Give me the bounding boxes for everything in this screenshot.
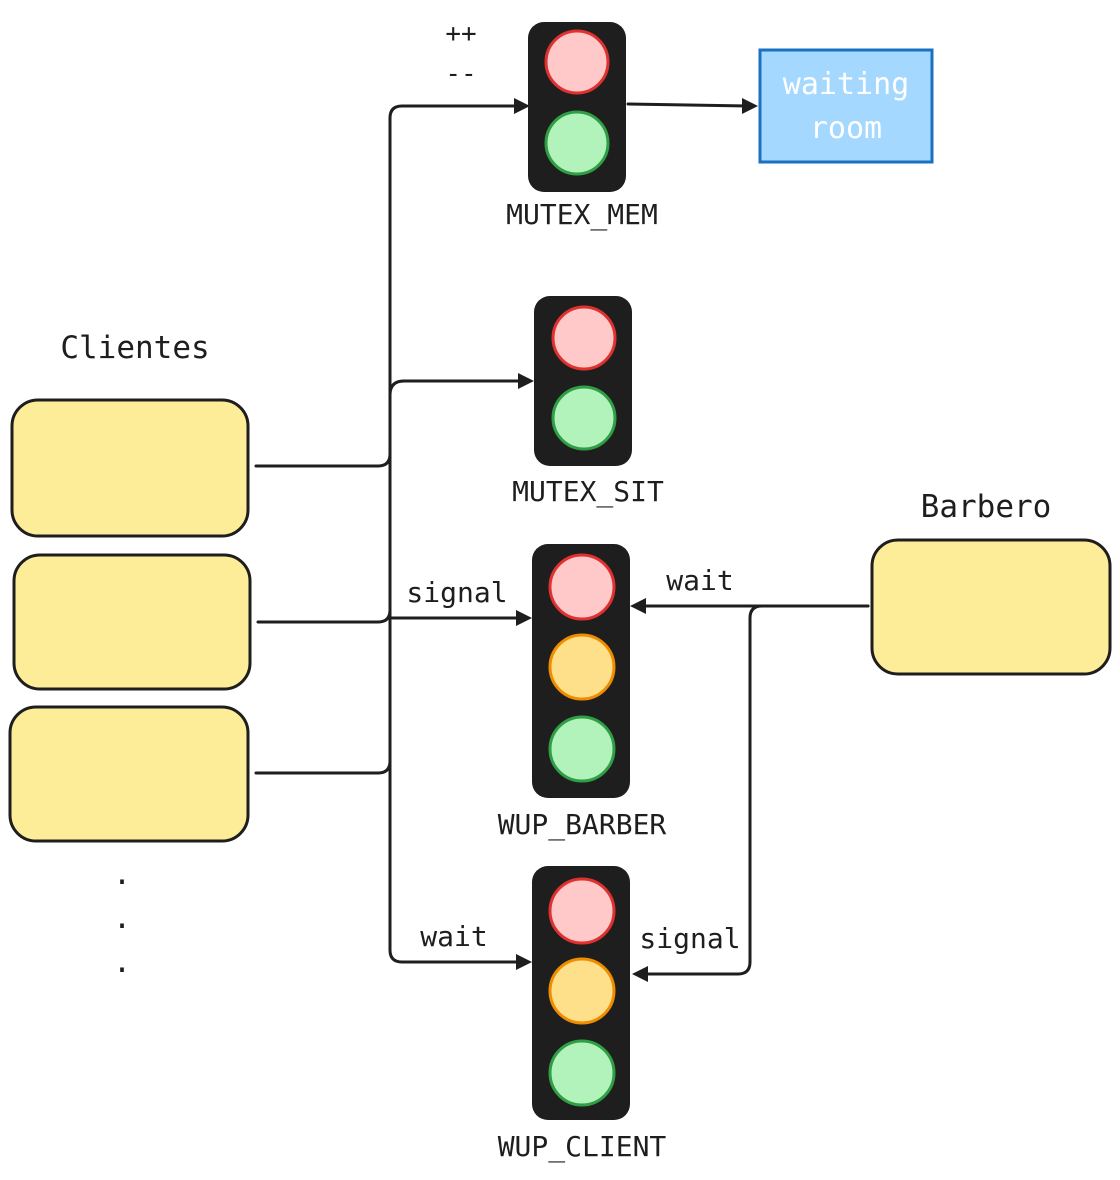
barbero-label: Barbero (921, 489, 1052, 525)
arrowhead-wup-client-wait (516, 954, 532, 970)
client-bus-line (254, 104, 522, 468)
signal-label-barber: signal (639, 922, 740, 955)
semaphore-mutex-mem: MUTEX_MEM (506, 22, 658, 232)
client-box-2 (12, 553, 252, 691)
arrowhead-waiting-room (742, 98, 758, 114)
decrement-label: -- (445, 59, 476, 89)
client2-connector (256, 608, 392, 624)
waiting-room-line1: waiting (783, 67, 909, 102)
wup-barber-green-lamp (548, 715, 616, 783)
mutex-sit-green-lamp (551, 385, 617, 451)
ellipsis-dot-3: . (113, 945, 131, 980)
increment-label: ++ (445, 19, 476, 49)
waiting-room-box: waiting room (758, 48, 934, 164)
mutex-sit-red-lamp (551, 305, 617, 371)
ellipsis-dot-1: . (113, 857, 131, 892)
mutex-mem-red-lamp (544, 29, 610, 95)
arrowhead-wup-barber-wait (630, 598, 646, 614)
client-box-1 (10, 398, 250, 538)
connectors (254, 98, 870, 982)
arrowhead-mutex-sit (518, 373, 534, 389)
wup-barber-label: WUP_BARBER (498, 808, 667, 842)
mutex-sit-branch (388, 379, 526, 397)
signal-label-clients: signal (406, 576, 507, 609)
waiting-room-line2: room (810, 111, 882, 146)
mutex-mem-green-lamp (544, 110, 610, 176)
wait-label-clients: wait (420, 920, 487, 953)
wait-label-barber: wait (666, 564, 733, 597)
wup-client-red-lamp (548, 877, 616, 945)
mutex-mem-to-waiting-room (626, 102, 750, 108)
mutex-sit-label: MUTEX_SIT (512, 475, 664, 509)
wup-client-label: WUP_CLIENT (498, 1130, 667, 1164)
arrowhead-wup-barber-signal (516, 610, 532, 626)
client3-connector (254, 759, 392, 775)
ellipsis-dot-2: . (113, 901, 131, 936)
waiting-room-rect (758, 48, 934, 164)
barber-box (870, 538, 1112, 676)
wup-client-green-lamp (548, 1039, 616, 1107)
wup-barber-red-lamp (548, 553, 616, 621)
bus-lower-segment (388, 452, 524, 964)
arrowhead-wup-client-signal (632, 966, 648, 982)
arrowhead-mutex-mem (514, 98, 530, 114)
wup-barber-yellow-lamp (548, 633, 616, 701)
wup-client-yellow-lamp (548, 957, 616, 1025)
clientes-label: Clientes (60, 330, 209, 366)
barber-bus-down (638, 604, 870, 976)
semaphore-wup-barber: WUP_BARBER (498, 544, 667, 842)
client-box-3 (8, 705, 250, 843)
mutex-mem-label: MUTEX_MEM (506, 198, 658, 232)
semaphore-wup-client: WUP_CLIENT (498, 866, 667, 1164)
semaphore-mutex-sit: MUTEX_SIT (512, 296, 664, 509)
